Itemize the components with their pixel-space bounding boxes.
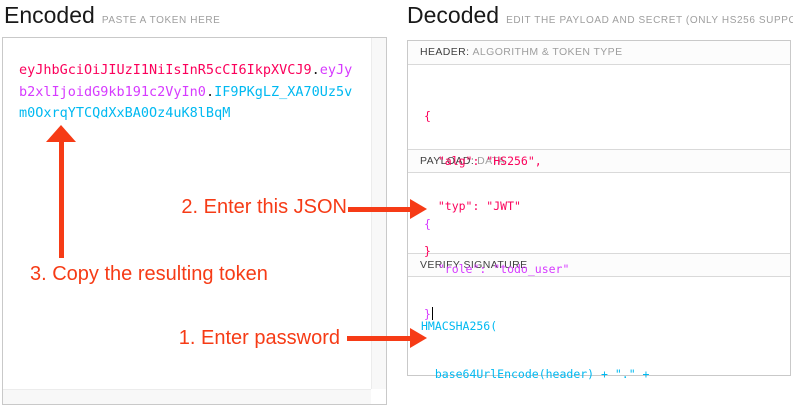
signature-code-line: base64UrlEncode(header) + "." +: [421, 367, 650, 381]
token-input-area[interactable]: eyJhbGciOiJIUzI1NiIsInR5cCI6IkpXVCJ9.eyJ…: [2, 37, 387, 405]
header-section-sublabel: ALGORITHM & TOKEN TYPE: [472, 46, 623, 58]
header-json-line: "typ": "JWT": [424, 199, 521, 213]
header-section-label: HEADER:: [420, 46, 470, 58]
annotation-step3-label: 3. Copy the resulting token: [30, 263, 268, 285]
encoded-title: Encoded: [4, 2, 95, 28]
jwt-signature-segment: IF9PKgLZ_XA70Uz5vm0OxrqYTCQdXxBA0Oz4uK8l…: [19, 83, 353, 122]
jwt-separator-dot: .: [311, 62, 320, 78]
step3-arrow-up-icon: [46, 125, 76, 142]
encoded-subtitle: PASTE A TOKEN HERE: [101, 15, 221, 26]
payload-section-label: PAYLOAD:: [420, 155, 475, 167]
payload-json-line: {: [424, 217, 431, 231]
header-json-line: "alg": "HS256",: [424, 154, 542, 168]
header-section-bar: HEADER:ALGORITHM & TOKEN TYPE: [408, 41, 790, 65]
jwt-token-text: eyJhbGciOiJIUzI1NiIsInR5cCI6IkpXVCJ9.eyJ…: [19, 60, 357, 125]
decoded-subtitle: EDIT THE PAYLOAD AND SECRET (ONLY HS256 …: [506, 15, 793, 26]
jwt-separator-dot: .: [205, 83, 215, 100]
jwt-header-segment: eyJhbGciOiJIUzI1NiIsInR5cCI6IkpXVCJ9: [19, 62, 312, 78]
header-json-line: }: [424, 244, 431, 258]
step1-arrow-right-icon: [410, 328, 427, 348]
step3-arrow-shaft: [59, 141, 64, 258]
verify-signature-block: HMACSHA256( base64UrlEncode(header) + ".…: [408, 277, 790, 381]
header-json-line: {: [424, 109, 431, 123]
payload-json-line: }: [424, 307, 433, 321]
annotation-step1-label: 1. Enter password: [178, 327, 340, 349]
payload-json-line: "role": "todo_user": [424, 262, 570, 276]
signature-code-line: HMACSHA256(: [421, 319, 498, 333]
vertical-scrollbar[interactable]: [371, 38, 386, 389]
signature-section-label: VERIFY SIGNATURE: [420, 259, 528, 271]
step2-arrow-right-icon: [410, 199, 427, 219]
jwt-payload-segment: eyJyb2xlIjoidG9kb191c2VyIn0: [19, 62, 353, 100]
text-cursor: [431, 307, 433, 320]
payload-section-sublabel: DATA: [477, 155, 506, 167]
payload-json-editor[interactable]: { "role": "todo_user" }: [408, 173, 790, 321]
signature-section-bar: VERIFY SIGNATURE: [408, 253, 790, 277]
decoded-panel: HEADER:ALGORITHM & TOKEN TYPE { "alg": "…: [407, 40, 791, 381]
horizontal-scrollbar[interactable]: [3, 389, 371, 404]
step1-arrow-shaft: [347, 336, 411, 341]
annotation-step2-label: 2. Enter this JSON: [181, 196, 347, 218]
step2-arrow-shaft: [348, 207, 411, 212]
decoded-title: Decoded: [407, 2, 500, 28]
payload-section-bar: PAYLOAD:DATA: [408, 149, 790, 173]
header-json: { "alg": "HS256", "typ": "JWT" }: [408, 65, 790, 258]
